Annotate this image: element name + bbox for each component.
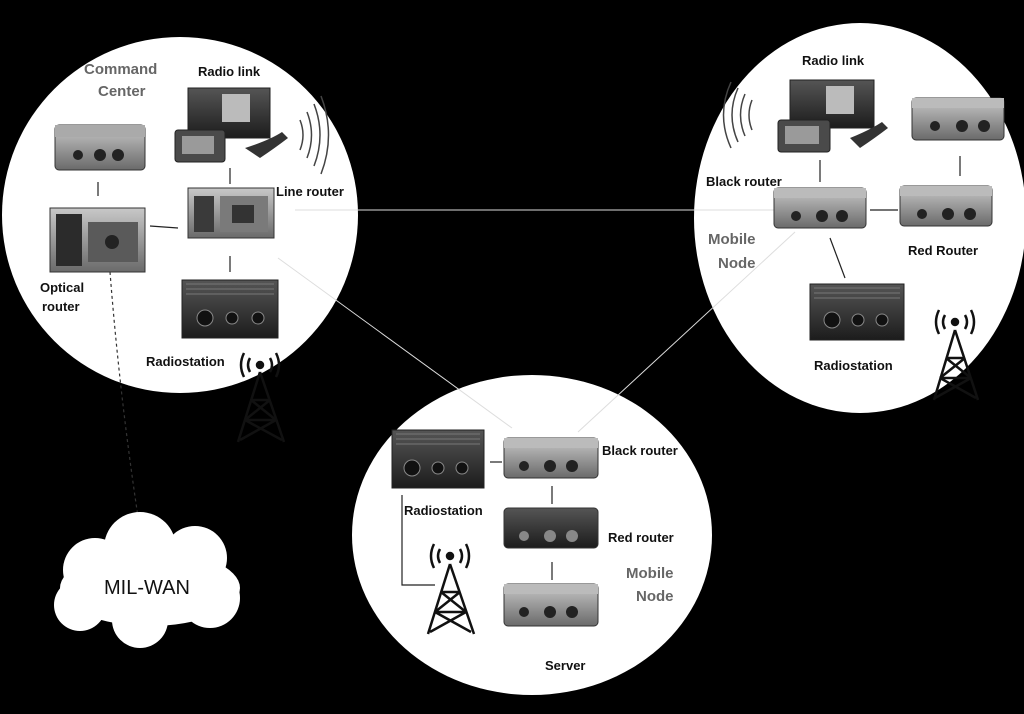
command-radio-link-label: Radio link	[198, 64, 261, 79]
mn2-radiostation-to-tower	[401, 495, 435, 586]
link-command-to-mobile-node-2	[277, 257, 513, 429]
command-small-router	[54, 124, 146, 171]
mn1-radio-link	[777, 79, 888, 153]
mn1-red-router	[899, 185, 993, 227]
mn2-title-line2: Node	[636, 588, 674, 605]
command-tower-icon	[236, 352, 286, 443]
milwan-label: MIL-WAN	[104, 577, 190, 599]
mn2-title-line1: Mobile	[626, 565, 674, 582]
mn2-black-router	[503, 437, 599, 479]
mn1-black-router	[773, 187, 867, 229]
mn2-radiostation-label: Radiostation	[404, 503, 483, 518]
mn1-radiostation	[809, 283, 905, 341]
mn2-radiostation	[391, 429, 485, 489]
milwan-cloud-icon	[54, 512, 240, 648]
mn1-radiostation-label: Radiostation	[814, 358, 893, 373]
mn2-red-router	[503, 507, 599, 549]
optical-router-label-line2: router	[42, 299, 80, 314]
mn1-radio-waves-icon	[722, 81, 753, 149]
command-radio-link	[174, 87, 288, 163]
line-router	[187, 187, 275, 239]
mn2-server-label: Server	[545, 658, 585, 673]
mn1-radio-link-label: Radio link	[802, 53, 865, 68]
command-center-title-line1: Command	[84, 61, 157, 78]
link-optical-to-milwan	[109, 271, 141, 531]
link-mobile-node-1-to-mobile-node-2	[577, 231, 796, 433]
mn2-red-router-label: Red router	[608, 530, 674, 545]
mn1-small-router	[911, 97, 1005, 141]
command-radiostation-label: Radiostation	[146, 354, 225, 369]
mn2-tower-icon	[426, 543, 476, 635]
line-router-label: Line router	[276, 184, 344, 199]
command-center-title-line2: Center	[98, 83, 146, 100]
mn1-black-router-label: Black router	[706, 174, 782, 189]
mn1-title-line1: Mobile	[708, 231, 756, 248]
mn1-tower-icon	[932, 309, 980, 401]
optical-router	[49, 207, 146, 273]
mn1-title-line2: Node	[718, 255, 756, 272]
command-radiostation	[181, 279, 279, 339]
mn2-server	[503, 583, 599, 627]
mn2-black-router-label: Black router	[602, 443, 678, 458]
mn1-red-router-label: Red Router	[908, 243, 978, 258]
command-radio-waves-icon	[299, 95, 330, 175]
optical-router-label-line1: Optical	[40, 280, 84, 295]
